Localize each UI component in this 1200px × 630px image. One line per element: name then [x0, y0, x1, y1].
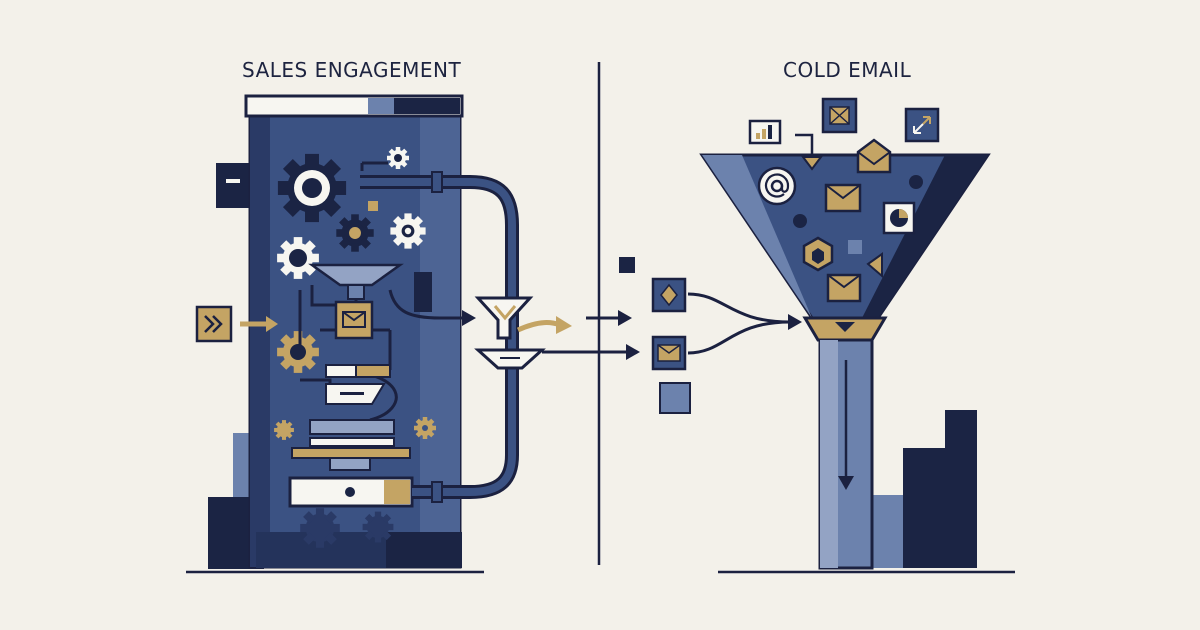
arrow-right-icon	[462, 310, 476, 326]
pie-chart-icon	[882, 201, 916, 235]
envelope-icon	[826, 273, 862, 303]
envelope-icon	[824, 183, 862, 213]
gear-icon	[277, 153, 347, 223]
envelope-icon	[821, 97, 858, 134]
envelope-icon	[651, 335, 687, 371]
left-panel-title: SALES ENGAGEMENT	[242, 58, 462, 82]
gear-icon	[277, 331, 319, 373]
arrow-down-icon	[801, 156, 823, 171]
conveyor-bar-light	[325, 364, 357, 378]
arrow-right-icon	[626, 344, 640, 360]
bar-chart-icon	[748, 119, 782, 145]
drawer-accent	[384, 480, 410, 504]
press-stem	[329, 457, 371, 471]
pipe-outflow	[388, 289, 472, 320]
input-square	[659, 382, 691, 414]
external-pipe-inner	[360, 178, 516, 496]
floating-square	[619, 257, 635, 273]
gear-icon	[387, 147, 409, 169]
envelope-icon	[651, 277, 687, 313]
gold-square	[368, 201, 378, 211]
funnel-cone-shadow	[862, 155, 988, 318]
pipe-joint	[431, 481, 443, 503]
funnel-tube-highlight	[820, 340, 838, 568]
funnel-icon	[308, 263, 404, 287]
funnel-output-curve	[516, 320, 561, 333]
side-block-slot	[226, 179, 240, 183]
gear-icon	[362, 511, 394, 543]
gear-icon	[274, 420, 294, 440]
expand-icon	[904, 107, 940, 143]
bar-block	[903, 448, 945, 568]
gear-icon	[300, 508, 340, 548]
arrow-right-icon	[556, 316, 572, 334]
gear-icon	[390, 213, 426, 249]
tower-cap-accent	[368, 98, 394, 114]
envelope-icon	[856, 138, 892, 174]
arrow-down-icon	[838, 476, 854, 490]
tray-slot	[340, 392, 364, 395]
small-square	[848, 240, 862, 254]
dot	[909, 175, 923, 189]
bar-block	[945, 410, 977, 568]
funnel-cone-highlight	[702, 155, 812, 318]
conveyor-plate	[309, 419, 395, 435]
at-sign-icon	[757, 166, 797, 206]
cold-email-funnel	[651, 97, 1015, 574]
arrow-right-icon	[618, 310, 632, 326]
funnel-mark	[493, 305, 517, 321]
press-plate	[291, 447, 411, 459]
tower-slot	[414, 272, 432, 312]
conveyor-plate-light	[309, 437, 395, 447]
merge-lines	[687, 292, 791, 355]
tower-left-edge	[250, 112, 270, 567]
gear-icon	[336, 214, 374, 252]
connector-line	[360, 161, 388, 171]
right-panel-title: COLD EMAIL	[783, 58, 912, 82]
play-forward-icon	[195, 305, 233, 343]
arrow-right-icon	[788, 314, 802, 330]
arrow-right-icon	[266, 316, 278, 332]
dot	[793, 214, 807, 228]
connector-line	[795, 133, 814, 158]
cube-icon	[802, 236, 834, 272]
tower-cap-dark	[394, 98, 460, 114]
sales-engagement-machine	[186, 94, 640, 574]
drawer-knob	[345, 487, 355, 497]
funnel-spout	[347, 284, 365, 300]
gear-icon	[277, 237, 319, 279]
envelope-icon	[334, 300, 374, 340]
gold-triangle	[866, 252, 883, 279]
funnel-neck-mark	[835, 322, 855, 332]
pipe-joint	[431, 171, 443, 193]
gear-icon	[414, 417, 436, 439]
